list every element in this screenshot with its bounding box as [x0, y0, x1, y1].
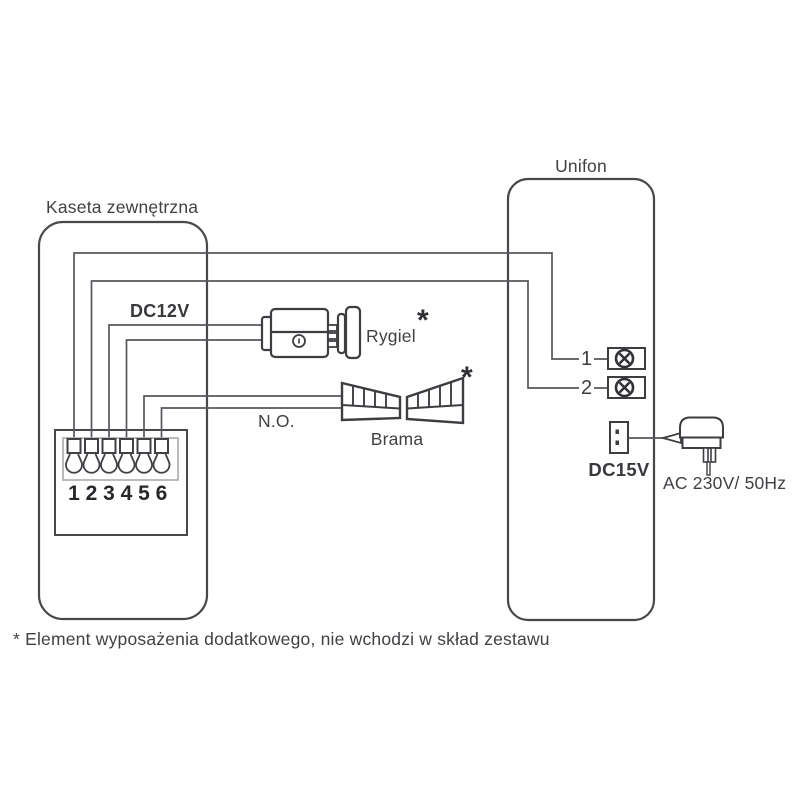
lock-bolt-ridge	[327, 332, 338, 340]
screw-cross	[618, 352, 631, 365]
terminal-clamp-5	[135, 453, 153, 474]
dc15v-label: DC15V	[588, 459, 650, 480]
wires	[73, 252, 664, 441]
terminal-number-5: 5	[138, 482, 150, 505]
adapter-prong	[702, 447, 709, 463]
terminal-square-6	[154, 438, 169, 454]
screw-icon	[614, 377, 635, 398]
terminal-square-1	[66, 438, 82, 454]
unifon-label: Unifon	[555, 156, 607, 176]
gate-label: Brama	[370, 429, 424, 449]
no-label: N.O.	[258, 411, 295, 431]
terminal-square-4	[119, 438, 134, 454]
adapter-pin	[706, 461, 711, 476]
screw-cross	[618, 381, 631, 394]
terminal-clamp-1	[65, 453, 83, 474]
wire-1	[73, 252, 608, 441]
unifon-terminals	[607, 347, 646, 399]
gate-right-wing	[405, 376, 465, 425]
terminal-number-6: 6	[155, 482, 168, 505]
terminal-number-4: 4	[120, 482, 133, 505]
terminal-square-2	[84, 438, 99, 454]
lock-strike-bar	[336, 312, 347, 355]
terminal-clamp-2	[82, 453, 101, 474]
adapter-base	[681, 436, 722, 449]
wire-3	[108, 324, 263, 441]
dc-socket-pin	[615, 429, 619, 434]
footnote: * Element wyposażenia dodatkowego, nie w…	[13, 629, 550, 649]
lock-bolt-ridge	[327, 324, 338, 332]
lock-icon	[260, 305, 362, 360]
lock-label: Rygiel	[366, 326, 416, 346]
terminal-clamp-6	[152, 453, 171, 474]
unifon-terminal-1-label: 1	[579, 348, 595, 370]
gate-left-rail	[341, 404, 401, 410]
dc-socket-pin	[615, 440, 619, 445]
dc-socket	[609, 421, 629, 454]
power-adapter-icon	[659, 416, 724, 476]
lock-bolt-ridge	[327, 340, 338, 348]
terminal-squares	[66, 438, 169, 454]
gate-asterisk: *	[461, 361, 473, 394]
dc-socket-body	[609, 421, 629, 454]
gate-right-rail	[406, 404, 464, 410]
adapter-prong	[710, 447, 717, 463]
terminal-number-2: 2	[85, 482, 98, 505]
kaseta-box	[37, 220, 209, 621]
terminal-number-1: 1	[68, 482, 80, 505]
terminal-square-5	[136, 438, 152, 454]
adapter-dome	[679, 416, 724, 439]
wire-5	[143, 395, 343, 441]
terminal-clamps	[65, 453, 171, 474]
wire-2	[90, 280, 608, 441]
ac-adapter-label: AC 230V/ 50Hz	[663, 473, 787, 493]
unifon-box	[506, 177, 656, 622]
adapter-plug-tip	[659, 431, 682, 445]
kaseta-label: Kaseta zewnętrzna	[46, 197, 199, 217]
terminal-square-3	[101, 438, 117, 454]
terminal-clamp-3	[100, 453, 118, 474]
lock-asterisk: *	[417, 304, 429, 337]
unifon-terminal-2-label: 2	[579, 377, 595, 399]
lock-strike-plate	[344, 305, 362, 360]
screw-icon	[614, 348, 635, 369]
terminal-clamp-4	[117, 453, 136, 474]
gate-left-wing	[340, 381, 402, 422]
terminal-number-3: 3	[103, 482, 115, 505]
gate-icon	[340, 376, 465, 425]
dc12v-label: DC12V	[130, 301, 190, 321]
wire-6	[160, 407, 343, 441]
wire-4	[125, 339, 263, 441]
